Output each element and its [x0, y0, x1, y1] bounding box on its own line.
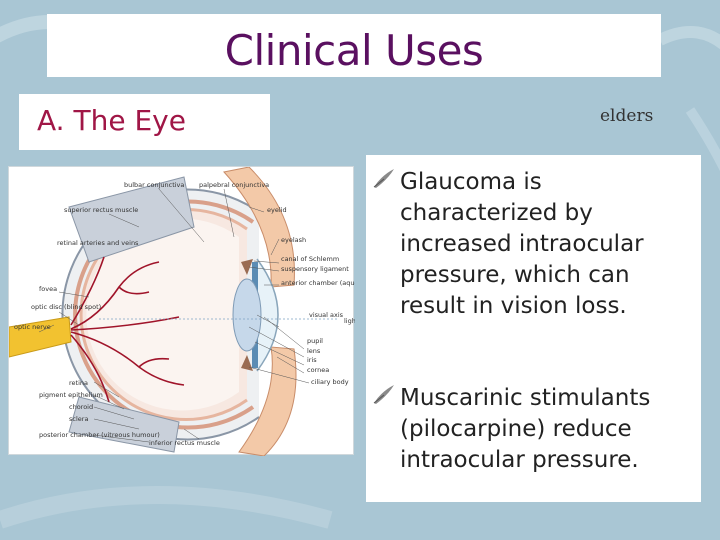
label-palpebral-conjunctiva: palpebral conjunctiva: [199, 181, 269, 189]
label-posterior-chamber: posterior chamber (vitreous humour): [39, 431, 160, 439]
eye-diagram-svg: bulbar conjunctiva palpebral conjunctiva…: [9, 167, 355, 456]
label-choroid: choroid: [69, 403, 93, 411]
slide-title: Clinical Uses: [224, 26, 484, 75]
bullet-text: Glaucoma is characterized by increased i…: [400, 169, 644, 319]
quill-bullet-icon: [373, 385, 394, 404]
label-retina: retina: [69, 379, 88, 387]
label-pupil: pupil: [307, 337, 323, 345]
label-fovea: fovea: [39, 285, 57, 293]
label-superior-rectus: superior rectus muscle: [64, 206, 138, 214]
label-pigment-epithelium: pigment epithelium: [39, 391, 103, 399]
label-light: light: [344, 317, 355, 325]
eye-diagram: bulbar conjunctiva palpebral conjunctiva…: [8, 166, 355, 456]
label-bulbar-conjunctiva: bulbar conjunctiva: [124, 181, 184, 189]
subtitle-box: A. The Eye: [19, 94, 270, 150]
label-iris: iris: [307, 356, 317, 364]
slide-subtitle: A. The Eye: [37, 104, 186, 137]
label-eyelash: eyelash: [281, 236, 306, 244]
label-eyelid: eyelid: [267, 206, 287, 214]
content-box: Glaucoma is characterized by increased i…: [366, 155, 701, 502]
title-box: Clinical Uses: [47, 14, 661, 77]
label-lens: lens: [307, 347, 321, 355]
label-retinal-arteries: retinal arteries and veins: [57, 239, 139, 247]
corner-note: elders: [600, 106, 654, 126]
label-ciliary-body: ciliary body: [311, 378, 349, 386]
label-inferior-rectus: inferior rectus muscle: [149, 439, 220, 447]
label-visual-axis: visual axis: [309, 311, 344, 319]
label-optic-disc: optic disc (blind spot): [31, 303, 101, 311]
label-canal-schlemm: canal of Schlemm: [281, 255, 339, 263]
label-sclera: sclera: [69, 415, 88, 423]
label-anterior-chamber: anterior chamber (aqueous humour): [281, 279, 355, 287]
label-optic-nerve: optic nerve: [14, 323, 51, 331]
bullet-text: Muscarinic stimulants (pilocarpine) redu…: [400, 385, 651, 473]
label-cornea: cornea: [307, 366, 329, 374]
label-suspensory-ligament: suspensory ligament: [281, 265, 349, 273]
quill-bullet-icon: [373, 169, 394, 188]
